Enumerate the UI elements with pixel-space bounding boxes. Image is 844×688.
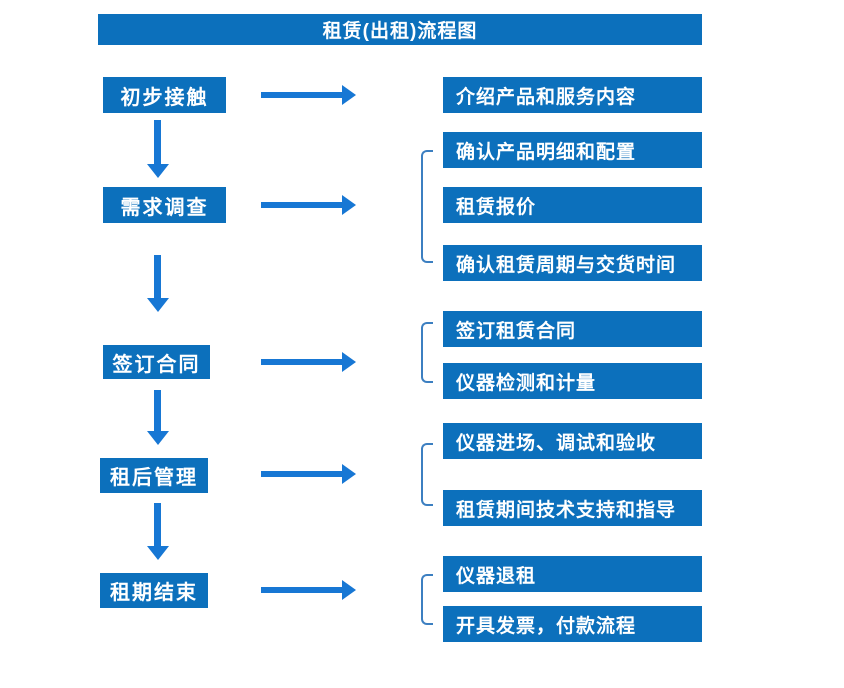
right-arrow-icon (261, 195, 356, 215)
step-box-demand-survey: 需求调查 (103, 187, 226, 223)
arrow-head (342, 85, 356, 105)
chart-title-bar: 租赁(出租)流程图 (98, 14, 702, 45)
arrow-shaft (154, 255, 161, 298)
arrow-shaft (154, 120, 161, 164)
step-box-initial-contact: 初步接触 (103, 77, 226, 113)
arrow-head (147, 164, 169, 178)
group-bracket (421, 574, 433, 625)
detail-box-instrument-return: 仪器退租 (443, 556, 702, 592)
down-arrow-icon (147, 503, 169, 560)
arrow-shaft (261, 471, 342, 477)
detail-box-sign-rental-contract: 签订租赁合同 (443, 311, 702, 347)
arrow-head (342, 580, 356, 600)
down-arrow-icon (147, 120, 169, 178)
step-label: 租期结束 (110, 582, 198, 604)
detail-box-confirm-product-details: 确认产品明细和配置 (443, 132, 702, 168)
arrow-head (147, 431, 169, 445)
step-box-sign-contract: 签订合同 (103, 345, 210, 379)
detail-label: 介绍产品和服务内容 (456, 86, 637, 108)
group-bracket (421, 150, 433, 263)
arrow-shaft (154, 390, 161, 431)
detail-label: 确认产品明细和配置 (456, 141, 637, 163)
detail-box-rental-quotation: 租赁报价 (443, 187, 702, 223)
arrow-head (342, 464, 356, 484)
detail-label: 确认租赁周期与交货时间 (456, 254, 677, 276)
detail-box-technical-support-guidance: 租赁期间技术支持和指导 (443, 490, 702, 526)
step-label: 租后管理 (110, 467, 198, 489)
arrow-shaft (261, 92, 342, 98)
arrow-shaft (261, 202, 342, 208)
step-label: 初步接触 (120, 86, 209, 109)
detail-box-instrument-testing-metering: 仪器检测和计量 (443, 363, 702, 399)
right-arrow-icon (261, 352, 356, 372)
detail-box-instrument-setup-acceptance: 仪器进场、调试和验收 (443, 423, 702, 459)
arrow-shaft (261, 587, 342, 593)
down-arrow-icon (147, 255, 169, 312)
right-arrow-icon (261, 85, 356, 105)
arrow-shaft (261, 359, 342, 365)
detail-label: 仪器退租 (456, 565, 537, 587)
chart-title: 租赁(出租)流程图 (322, 21, 478, 42)
down-arrow-icon (147, 390, 169, 445)
detail-label: 租赁报价 (456, 196, 537, 218)
detail-box-confirm-rental-period-delivery: 确认租赁周期与交货时间 (443, 245, 702, 281)
group-bracket (421, 443, 433, 506)
right-arrow-icon (261, 580, 356, 600)
detail-label: 仪器进场、调试和验收 (456, 432, 657, 454)
arrow-head (342, 352, 356, 372)
right-arrow-icon (261, 464, 356, 484)
arrow-head (342, 195, 356, 215)
detail-box-invoice-payment-process: 开具发票，付款流程 (443, 606, 702, 642)
detail-label: 仪器检测和计量 (456, 372, 597, 394)
group-bracket (421, 322, 433, 383)
detail-label: 租赁期间技术支持和指导 (456, 499, 677, 521)
detail-label: 签订租赁合同 (456, 320, 577, 342)
step-box-post-rental-management: 租后管理 (100, 458, 208, 493)
arrow-head (147, 298, 169, 312)
arrow-shaft (154, 503, 161, 546)
step-label: 需求调查 (120, 196, 209, 219)
step-label: 签订合同 (112, 353, 201, 376)
step-box-rental-end: 租期结束 (100, 573, 208, 608)
detail-box-introduce-products-services: 介绍产品和服务内容 (443, 77, 702, 113)
detail-label: 开具发票，付款流程 (456, 615, 637, 637)
arrow-head (147, 546, 169, 560)
